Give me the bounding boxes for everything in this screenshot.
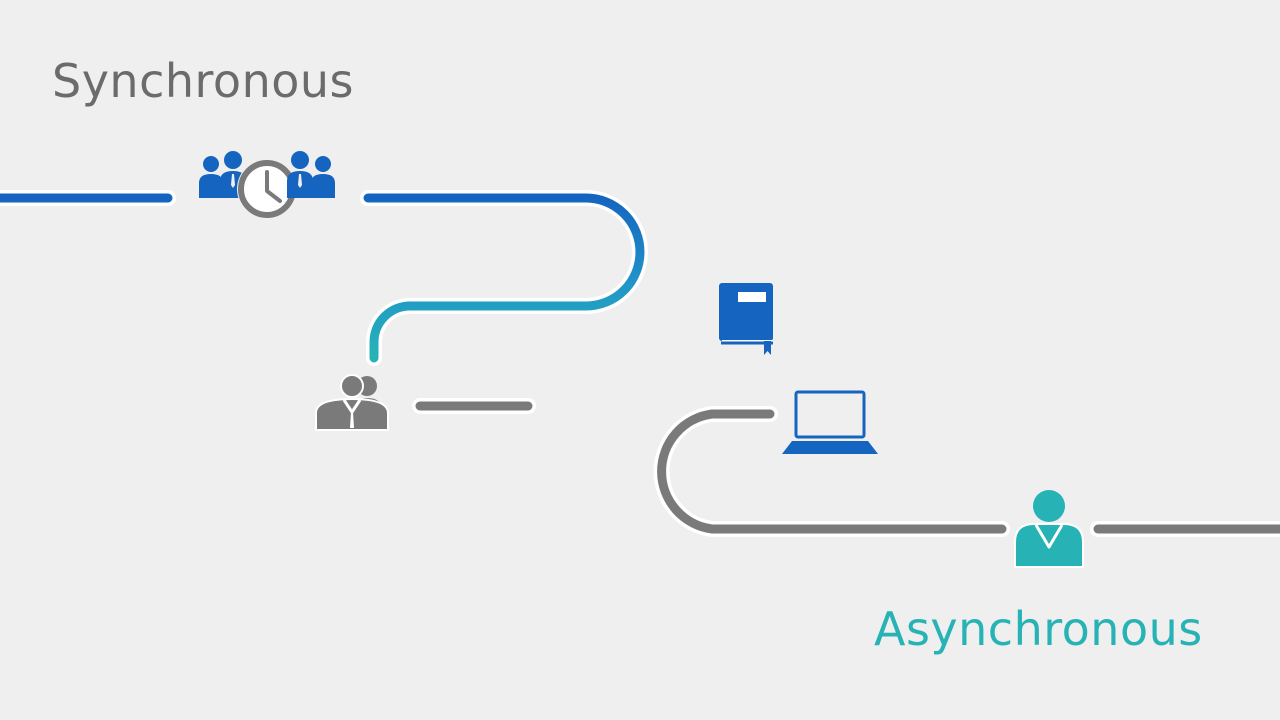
asynchronous-heading: Asynchronous [874, 602, 1203, 656]
book-icon [719, 283, 773, 355]
synchronous-path [0, 190, 648, 366]
asynchronous-path [653, 406, 1280, 537]
group-right-icon [287, 151, 335, 198]
async-path-segment-1 [657, 409, 1007, 534]
laptop-icon [782, 390, 878, 454]
clock-icon [237, 159, 297, 219]
group-left-icon [199, 151, 246, 198]
sync-path-segment-2 [363, 193, 645, 363]
async-path-segment-1-outline [653, 406, 1010, 537]
meeting-people-icon [315, 374, 389, 431]
synchronous-heading: Synchronous [52, 54, 354, 108]
person-icon [1014, 490, 1084, 568]
sync-path-segment-2-outline [360, 190, 648, 366]
